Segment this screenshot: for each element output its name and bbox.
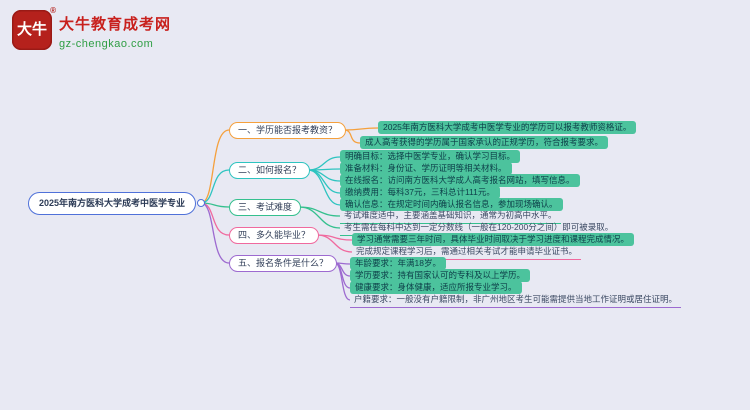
leaf-node: 在线报名：访问南方医科大学成人高考报名网站，填写信息。 [340, 174, 580, 187]
leaf-node: 学习通常需要三年时间，具体毕业时间取决于学习进度和课程完成情况。 [352, 233, 635, 246]
branch-node-5: 五、报名条件是什么？ [229, 255, 338, 272]
leaf-node: 户籍要求：一般没有户籍限制，非广州地区考生可能需提供当地工作证明或居住证明。 [350, 293, 682, 308]
root-node-label: 2025年南方医科大学成考中医学专业 [39, 198, 186, 208]
leaf-node: 健康要求：身体健康，适应所报专业学习。 [350, 281, 522, 294]
brand-name: 大牛教育成考网 [59, 16, 172, 33]
brand-text: 大牛教育成考网 gz-chengkao.com [59, 10, 171, 50]
leaf-node: 年龄要求：年满18岁。 [350, 257, 446, 270]
leaf-node: 完成规定课程学习后，需通过相关考试才能申请毕业证书。 [352, 245, 582, 260]
leaf-node: 确认信息：在规定时间内确认报名信息，参加现场确认。 [340, 198, 563, 211]
branch-node-4: 四、多久能毕业？ [229, 227, 320, 244]
branch-node-2: 二、如何报名？ [229, 162, 311, 179]
site-logo[interactable]: 大牛 ® 大牛教育成考网 gz-chengkao.com [12, 6, 171, 50]
leaf-node: 2025年南方医科大学成考中医学专业的学历可以报考教师资格证。 [378, 121, 637, 134]
branch-node-3: 三、考试难度 [229, 199, 302, 216]
branch-node-1: 一、学历能否报考教资？ [229, 122, 347, 139]
registered-trademark-icon: ® [50, 6, 56, 15]
root-collapse-dot-icon [197, 199, 205, 207]
leaf-node: 考试难度适中，主要涵盖基础知识，通常为初高中水平。 [340, 209, 561, 224]
leaf-node: 明确目标：选择中医学专业，确认学习目标。 [340, 150, 521, 163]
leaf-node: 成人高考获得的学历属于国家承认的正规学历，符合报考要求。 [360, 136, 609, 149]
root-node: 2025年南方医科大学成考中医学专业 [28, 192, 197, 215]
leaf-node: 缴纳费用：每科37元，三科总计111元。 [340, 186, 500, 199]
brand-domain: gz-chengkao.com [59, 38, 154, 50]
logo-text: 大牛 [16, 21, 47, 38]
leaf-node: 准备材料：身份证、学历证明等相关材料。 [340, 162, 512, 175]
leaf-node: 学历要求：持有国家认可的专科及以上学历。 [350, 269, 531, 282]
bull-logo-icon: 大牛 ® [12, 6, 56, 50]
